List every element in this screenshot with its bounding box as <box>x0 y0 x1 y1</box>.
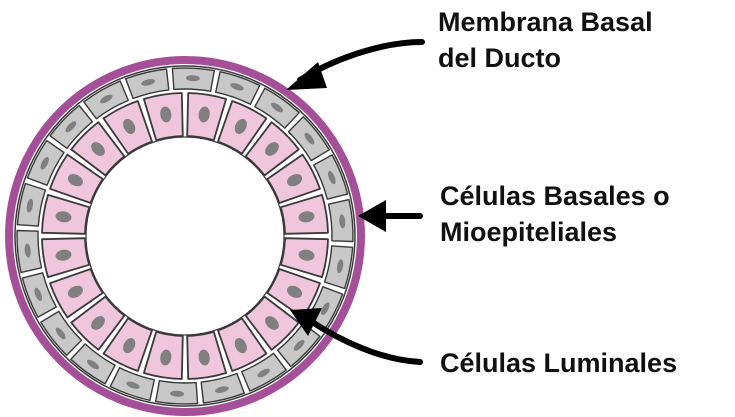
duct-lumen <box>86 137 284 335</box>
label-celulas-basales-line2: Mioepiteliales <box>440 214 670 250</box>
label-celulas-luminales: Células Luminales <box>440 345 677 381</box>
cells-layer <box>9 60 361 412</box>
label-membrana-basal: Membrana Basal del Ducto <box>438 4 653 76</box>
label-membrana-basal-line2: del Ducto <box>438 40 653 76</box>
label-celulas-basales-line1: Células Basales o <box>440 178 670 214</box>
label-celulas-luminales-line1: Células Luminales <box>440 345 677 381</box>
label-celulas-basales: Células Basales o Mioepiteliales <box>440 178 670 250</box>
label-membrana-basal-line1: Membrana Basal <box>438 4 653 40</box>
